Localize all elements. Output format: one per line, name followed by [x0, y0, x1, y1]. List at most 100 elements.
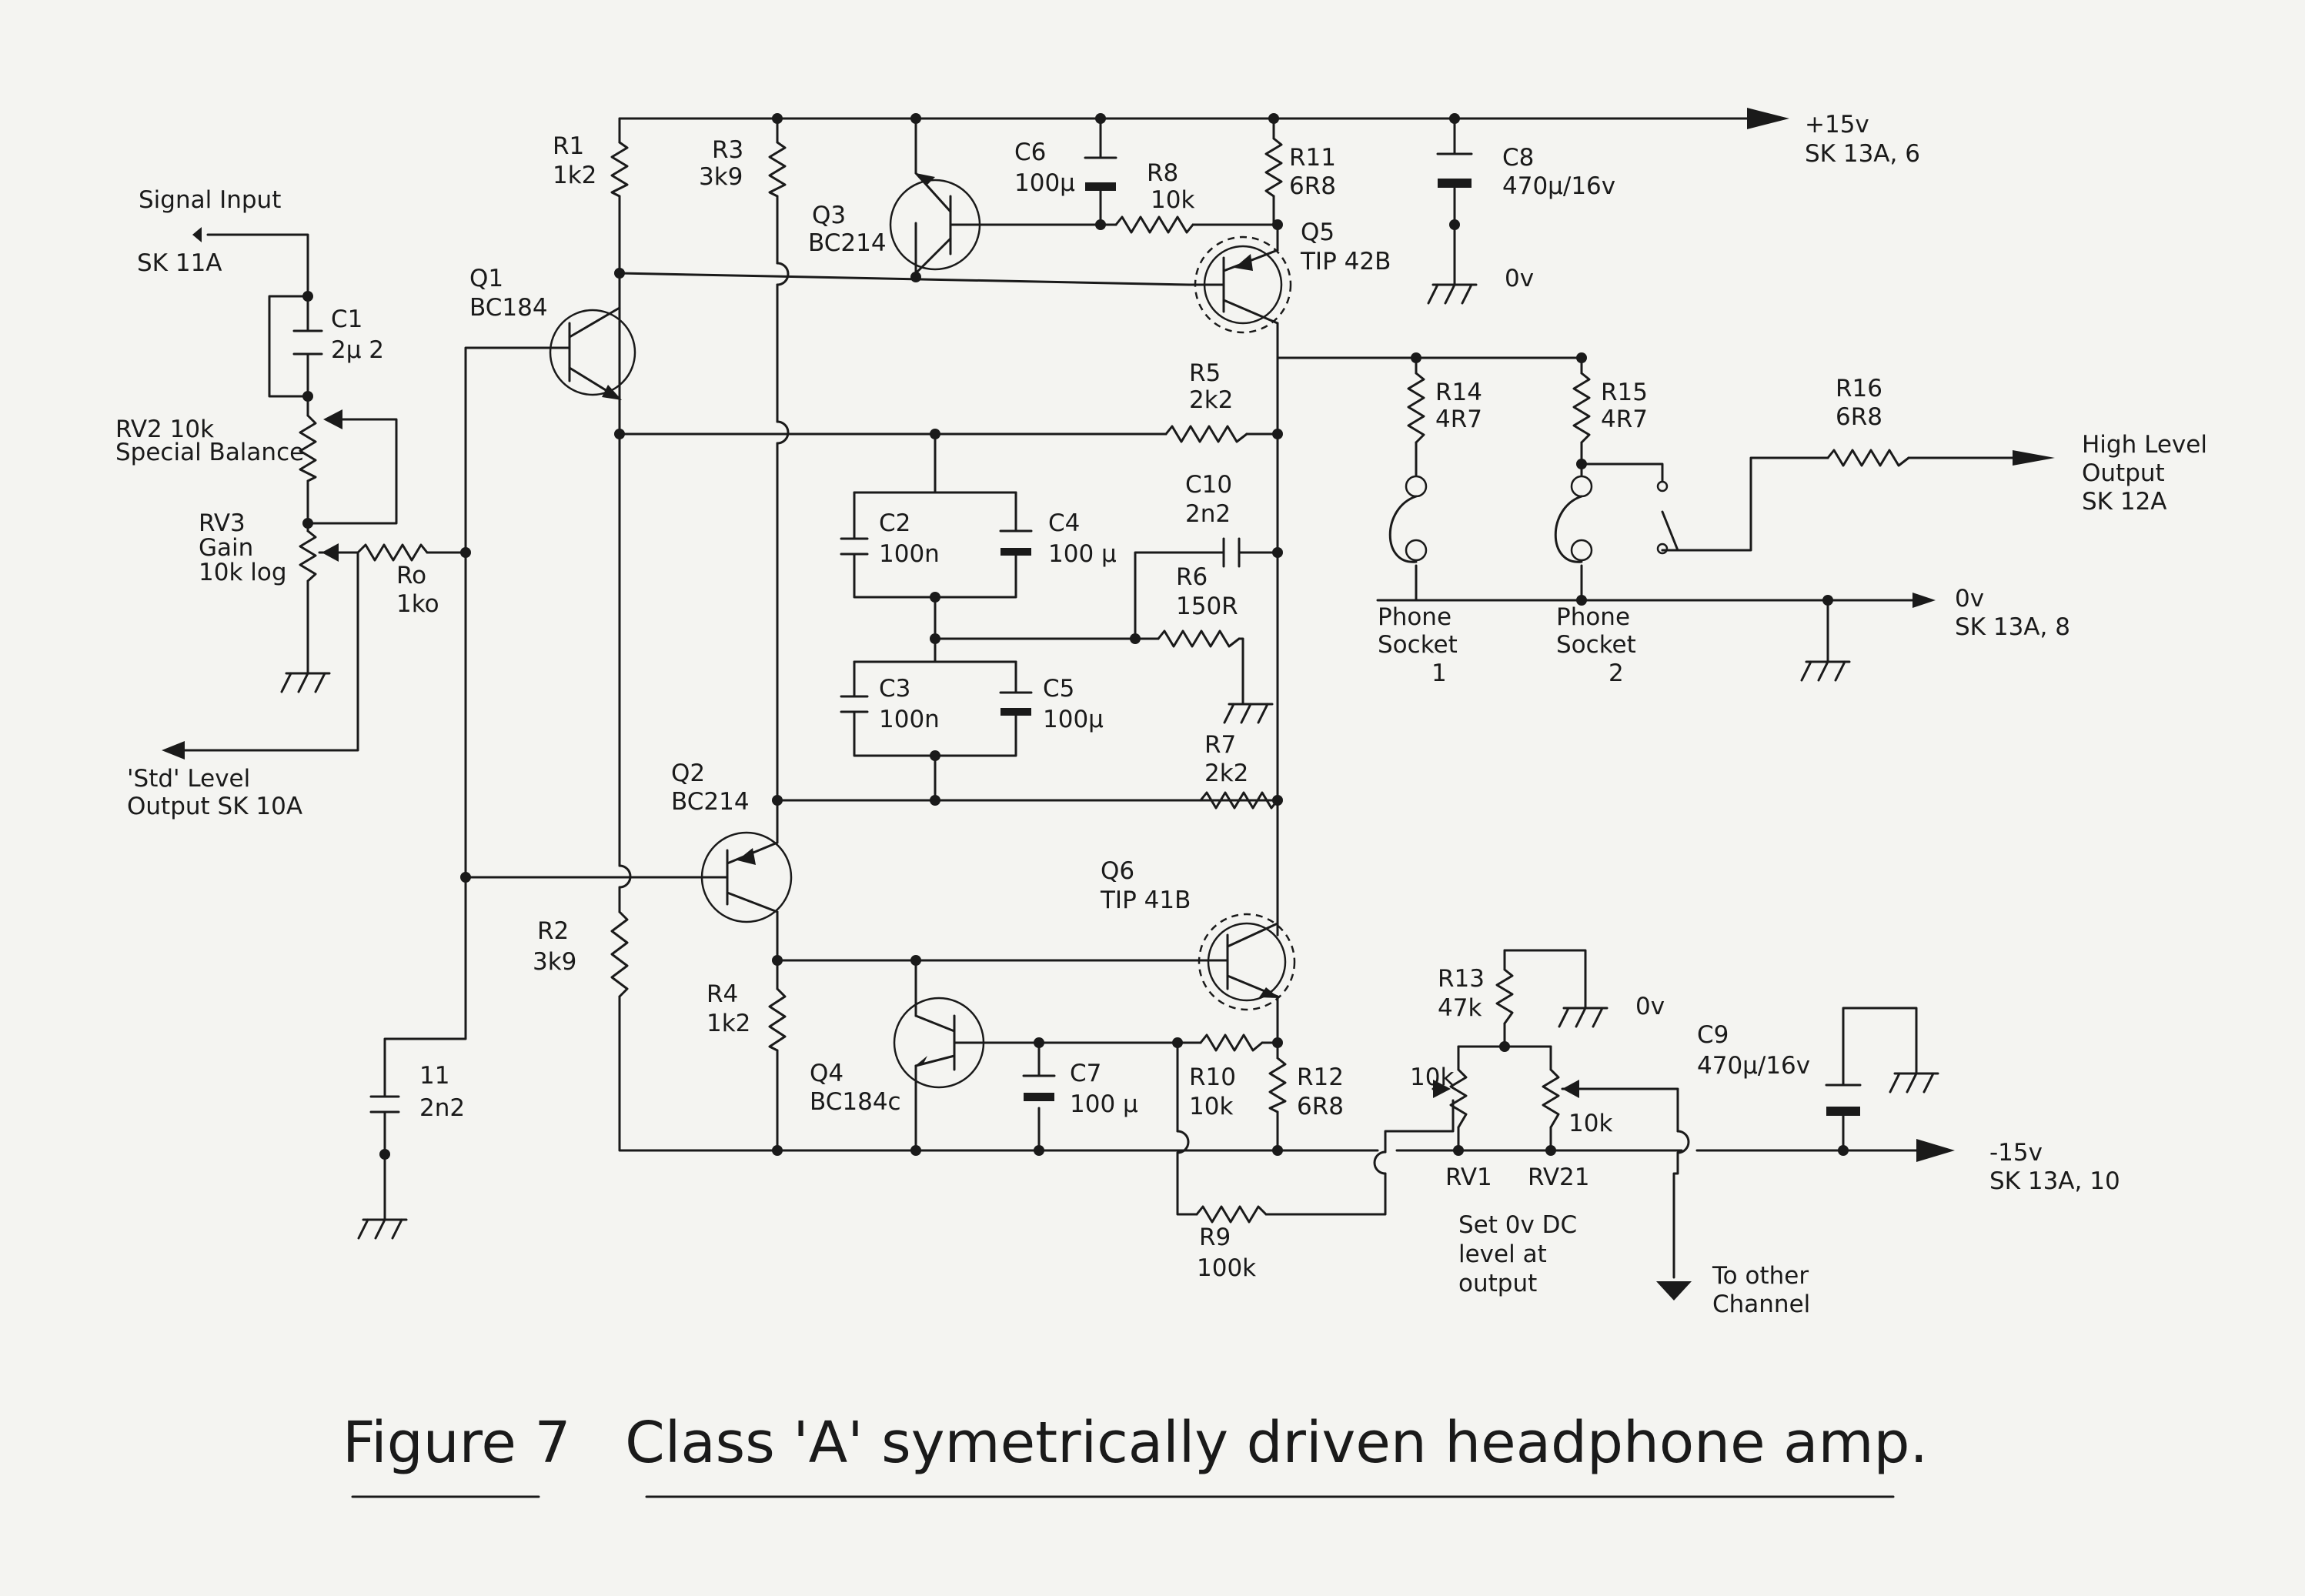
plus15-arrow: [1747, 108, 1789, 129]
std-output-label: Output SK 10A: [127, 793, 302, 820]
r13-gnd-label: 0v: [1635, 993, 1665, 1020]
input-wiring: [183, 233, 398, 1221]
r6-label: R6: [1176, 563, 1208, 591]
c5-label: C5: [1043, 675, 1074, 703]
r5-label: R5: [1189, 359, 1221, 387]
zero-v-label: 0v: [1955, 585, 1984, 613]
ro-label: Ro: [396, 562, 426, 589]
rv1-value: 10k: [1410, 1063, 1454, 1091]
ground-icon: [1558, 1007, 1608, 1028]
c7-label: C7: [1070, 1060, 1101, 1087]
c6-value: 100μ: [1014, 169, 1075, 197]
r9-value: 100k: [1197, 1254, 1256, 1282]
c10-label: C10: [1185, 471, 1232, 499]
sk13a6-label: SK 13A, 6: [1805, 140, 1920, 168]
set-dc-label-3: output: [1458, 1270, 1537, 1297]
ground-icon: [1223, 703, 1274, 724]
c8-gnd-label: 0v: [1505, 265, 1534, 292]
r6-resistor: [1157, 629, 1241, 648]
set-dc-label-2: level at: [1458, 1240, 1547, 1268]
rv1-pot: [1449, 1068, 1468, 1129]
r5-value: 2k2: [1189, 386, 1233, 414]
terminals: [162, 108, 2055, 1301]
std-level-arrow: [162, 741, 185, 760]
r2-label: R2: [537, 917, 569, 945]
phone-socket-2-b: Socket: [1556, 631, 1636, 659]
q1-label: Q1: [469, 265, 503, 292]
c8-value: 470μ/16v: [1502, 172, 1615, 200]
c9-value: 470μ/16v: [1697, 1052, 1810, 1080]
q2-label: Q2: [671, 760, 705, 787]
r13-value: 47k: [1438, 994, 1482, 1022]
phone-socket-2-c: 2: [1608, 659, 1624, 687]
r1-label: R1: [553, 132, 584, 160]
q3-transistor: [889, 179, 981, 271]
c4-label: C4: [1048, 509, 1080, 537]
r8-value: 10k: [1151, 186, 1194, 214]
r9-label: R9: [1199, 1224, 1231, 1251]
r15-label: R15: [1601, 379, 1648, 406]
caption-text: Figure 7 Class 'A' symetrically driven h…: [342, 1410, 1928, 1476]
rv3-pot: [299, 529, 317, 583]
ground-icon: [357, 1218, 408, 1240]
signal-input-arrow: [192, 227, 202, 242]
q1-type: BC184: [469, 294, 548, 322]
to-other-channel-arrow: [1656, 1281, 1692, 1301]
c5-value: 100μ: [1043, 706, 1104, 733]
r11-resistor: [1264, 137, 1283, 198]
rv2-desc: Special Balance: [115, 439, 304, 466]
minus15-label: -15v: [1989, 1139, 2043, 1167]
r3-label: R3: [712, 136, 743, 164]
r4-value: 1k2: [707, 1010, 750, 1037]
q5-label: Q5: [1301, 219, 1335, 246]
ground-icon: [1427, 283, 1478, 305]
r3-resistor: [768, 141, 787, 198]
q4-type: BC184c: [810, 1088, 901, 1116]
component-labels: Signal Input SK 11A C1 2μ 2 RV2 10k Spec…: [115, 111, 2207, 1318]
r8-resistor: [1114, 215, 1194, 234]
c10-value: 2n2: [1185, 500, 1231, 528]
r10-resistor: [1199, 1033, 1264, 1052]
r10-label: R10: [1189, 1063, 1236, 1091]
c1-label: C1: [331, 306, 362, 333]
signal-input-label: Signal Input: [139, 186, 281, 214]
r14-value: 4R7: [1435, 406, 1482, 433]
capacitors: [292, 152, 1862, 1116]
r11-label: R11: [1289, 144, 1336, 172]
c11-value: 2n2: [419, 1094, 465, 1122]
c4-value: 100 μ: [1048, 540, 1117, 568]
r4-resistor: [768, 987, 787, 1052]
resistors: [299, 137, 1910, 1224]
r3-value: 3k9: [699, 163, 743, 191]
r8-label: R8: [1147, 159, 1178, 187]
phone-socket-1-c: 1: [1431, 659, 1447, 687]
set-dc-label-1: Set 0v DC: [1458, 1211, 1577, 1239]
q4-transistor: [893, 997, 985, 1089]
rv2-label: RV2 10k: [115, 416, 214, 443]
rv2-pot: [299, 414, 317, 482]
r7-resistor: [1199, 791, 1279, 810]
r2-resistor: [610, 910, 629, 998]
r6-value: 150R: [1176, 593, 1238, 620]
high-level-label-1: High Level: [2082, 431, 2207, 459]
r16-label: R16: [1836, 375, 1882, 402]
q5-type: TIP 42B: [1300, 248, 1391, 275]
q3-type: BC214: [808, 229, 887, 257]
rv3-label: RV3: [199, 509, 246, 537]
rv21-label: RV21: [1528, 1164, 1590, 1191]
c6-label: C6: [1014, 139, 1046, 166]
high-level-arrow: [2013, 450, 2055, 466]
figure-caption: Figure 7 Class 'A' symetrically driven h…: [342, 1410, 1928, 1498]
q2-type: BC214: [671, 788, 750, 816]
r13-label: R13: [1438, 965, 1485, 993]
r12-value: 6R8: [1297, 1093, 1344, 1120]
ro-value: 1ko: [396, 590, 439, 618]
c3-value: 100n: [879, 706, 940, 733]
phone-socket-2-a: Phone: [1556, 603, 1630, 631]
q6-type: TIP 41B: [1100, 886, 1191, 914]
high-level-label-3: SK 12A: [2082, 488, 2167, 516]
transistors: [549, 172, 1296, 1089]
q6-transistor: [1198, 913, 1296, 1011]
r14-resistor: [1407, 372, 1425, 444]
